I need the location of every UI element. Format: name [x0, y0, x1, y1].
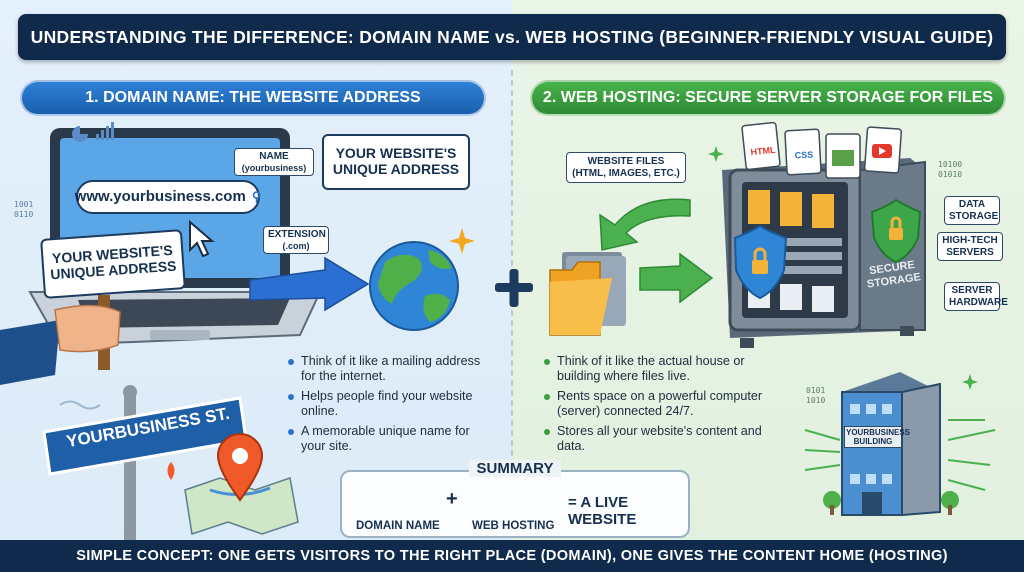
wave-icon: [59, 400, 101, 410]
url-text: www.yourbusiness.com: [74, 188, 246, 206]
footer-banner: SIMPLE CONCEPT: ONE GETS VISITORS TO THE…: [0, 540, 1024, 572]
bar-chart-icon: [96, 122, 114, 140]
street-sign-illustration: [42, 385, 248, 540]
url-bar[interactable]: www.yourbusiness.com ⚲: [74, 180, 262, 214]
high-tech-servers-tag: HIGH-TECH SERVERS: [937, 232, 1003, 261]
extension-label: EXTENSION: [268, 229, 326, 240]
building-line-2: BUILDING: [853, 437, 893, 446]
domain-bullets: Think of it like a mailing address for t…: [288, 354, 488, 459]
sparkle-icon-green-2: [962, 374, 978, 390]
summary-plus: +: [446, 488, 458, 510]
globe-icon: [369, 241, 459, 331]
domain-bullet-2: Helps people find your website online.: [288, 389, 488, 420]
map-pin-icon: [167, 433, 299, 535]
binary-decoration-building: 0101 1010: [806, 386, 825, 407]
binary-right-line-2: 01010: [938, 170, 963, 180]
plus-icon: [495, 269, 533, 307]
extension-sublabel: (.com): [282, 240, 310, 251]
building-icon: [823, 372, 959, 517]
binary-decoration-left: 1001 0110: [14, 200, 33, 221]
callout-line-1: YOUR WEBSITE'S: [335, 145, 457, 161]
server-hardware-tag: SERVER HARDWARE: [944, 282, 1008, 311]
shield-lock-icon-side: [870, 198, 922, 264]
name-label: NAME: [259, 151, 289, 162]
unique-address-callout: YOUR WEBSITE'S UNIQUE ADDRESS: [322, 134, 470, 190]
summary-title-wrap: SUMMARY: [342, 460, 688, 477]
binary-line-2: 0110: [14, 210, 34, 220]
curved-arrow-icon: [599, 198, 691, 251]
binary-decoration-right: 10100 01010: [938, 160, 962, 181]
hand-sign-illustration: [0, 295, 121, 385]
binary-line-1: 1001: [14, 200, 34, 209]
cursor-icon: [189, 219, 215, 258]
arrow-right-icon: [249, 256, 370, 312]
pie-chart-icon: [72, 126, 88, 142]
domain-heading: 1. DOMAIN NAME: THE WEBSITE ADDRESS: [20, 80, 486, 116]
extension-tag: EXTENSION (.com): [263, 226, 329, 254]
folder-icon: [549, 252, 626, 336]
binary-building-line-2: 1010: [806, 396, 826, 406]
summary-result: = A LIVE WEBSITE: [568, 494, 637, 528]
files-label-line-2: (HTML, IMAGES, ETC.): [572, 167, 680, 179]
summary-title: SUMMARY: [468, 460, 562, 477]
name-tag: NAME (yourbusiness): [234, 148, 314, 176]
binary-building-line-1: 0101: [806, 386, 826, 395]
arrow-right-icon-green: [639, 252, 714, 304]
file-icons: [741, 121, 903, 179]
server-icon: [722, 158, 926, 348]
building-line-1: YOURBUSINESS: [846, 428, 911, 437]
name-sublabel: (yourbusiness): [241, 162, 307, 173]
hosting-bullet-2: Rents space on a powerful computer (serv…: [544, 389, 784, 420]
data-storage-tag: DATA STORAGE: [944, 196, 1000, 225]
summary-domain-label: DOMAIN NAME: [356, 520, 440, 532]
hosting-bullet-3: Stores all your website's content and da…: [544, 424, 784, 455]
files-label-line-1: WEBSITE FILES: [587, 156, 665, 167]
hosting-heading: 2. WEB HOSTING: SECURE SERVER STORAGE FO…: [530, 80, 1006, 116]
search-icon: ⚲: [251, 188, 262, 204]
hosting-bullets: Think of it like the actual house or bui…: [544, 354, 784, 459]
sparkle-icon: [449, 228, 475, 254]
summary-hosting-label: WEB HOSTING: [472, 520, 555, 532]
binary-right-line-1: 10100: [938, 160, 963, 169]
domain-bullet-3: A memorable unique name for your site.: [288, 424, 488, 455]
domain-bullet-1: Think of it like a mailing address for t…: [288, 354, 488, 385]
website-files-tag: WEBSITE FILES (HTML, IMAGES, ETC.): [566, 152, 686, 183]
hand-sign: YOUR WEBSITE'S UNIQUE ADDRESS: [40, 229, 186, 299]
sparkle-icon-green: [708, 146, 724, 162]
css-file-label: CSS: [794, 149, 814, 161]
page-title: UNDERSTANDING THE DIFFERENCE: DOMAIN NAM…: [18, 14, 1006, 60]
network-lines-icon: [804, 419, 996, 491]
summary-box: SUMMARY DOMAIN NAME + WEB HOSTING = A LI…: [340, 460, 690, 538]
callout-line-2: UNIQUE ADDRESS: [332, 161, 460, 178]
building-sign: YOURBUSINESS BUILDING: [844, 426, 911, 448]
hosting-bullet-1: Think of it like the actual house or bui…: [544, 354, 784, 385]
shield-lock-icon: [733, 224, 788, 300]
